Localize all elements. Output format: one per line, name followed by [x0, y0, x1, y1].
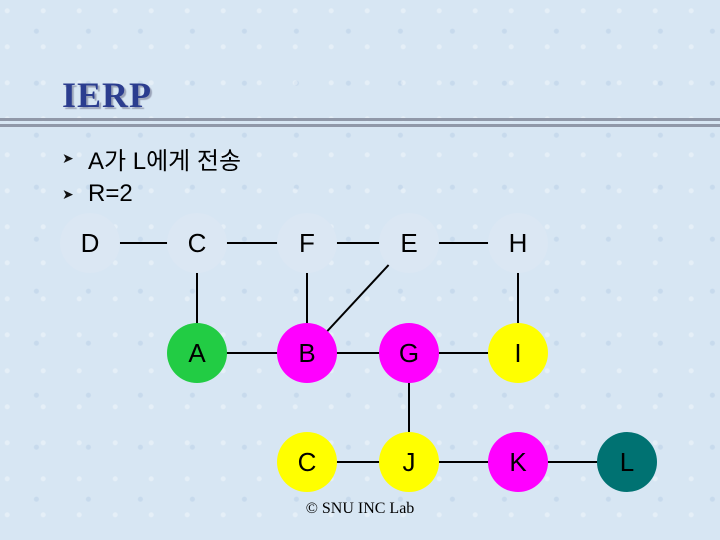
node-label: A: [188, 338, 206, 368]
node-c1: C: [167, 213, 227, 273]
node-label: L: [620, 447, 634, 477]
node-i: I: [488, 323, 548, 383]
bullet-text: A가 L에게 전송: [88, 147, 242, 175]
node-circle: [379, 213, 439, 273]
node-g: G: [379, 323, 439, 383]
node-circle: [167, 213, 227, 273]
node-label: D: [81, 228, 100, 258]
node-h: H: [488, 213, 548, 273]
bullet-list: ➤ A가 L에게 전송 ➤ R=2: [62, 140, 241, 212]
node-label: K: [509, 447, 527, 477]
copyright-footer: © SNU INC Lab: [305, 500, 415, 517]
node-circle: [488, 323, 548, 383]
node-label: I: [514, 338, 521, 368]
node-k: K: [488, 432, 548, 492]
title-rule-bottom: [0, 124, 720, 127]
node-label: B: [298, 338, 315, 368]
node-label: G: [399, 338, 419, 368]
node-c2: C: [277, 432, 337, 492]
node-b: B: [277, 323, 337, 383]
node-circle: [167, 323, 227, 383]
node-circle: [379, 323, 439, 383]
node-label: C: [188, 228, 207, 258]
graph-nodes: D C F E H A B G I C J K L: [60, 213, 657, 492]
node-label: F: [299, 228, 315, 258]
node-circle: [277, 213, 337, 273]
node-a: A: [167, 323, 227, 383]
node-f: F: [277, 213, 337, 273]
node-label: E: [400, 228, 417, 258]
node-label: H: [509, 228, 528, 258]
node-l: L: [597, 432, 657, 492]
slide-title: IERP: [62, 75, 153, 115]
node-j: J: [379, 432, 439, 492]
arrow-bullet-icon: ➤: [62, 149, 74, 166]
node-e: E: [379, 213, 439, 273]
node-circle: [488, 213, 548, 273]
arrow-bullet-icon: ➤: [62, 185, 74, 202]
node-circle: [277, 323, 337, 383]
node-circle: [488, 432, 548, 492]
node-label: J: [403, 447, 416, 477]
bullet-item: ➤ R=2: [62, 176, 241, 212]
node-label: C: [298, 447, 317, 477]
bullet-text: R=2: [88, 180, 133, 207]
node-circle: [597, 432, 657, 492]
title-rule-top: [0, 118, 720, 121]
node-circle: [277, 432, 337, 492]
node-d: D: [60, 213, 120, 273]
node-circle: [379, 432, 439, 492]
bullet-item: ➤ A가 L에게 전송: [62, 140, 241, 176]
node-circle: [60, 213, 120, 273]
